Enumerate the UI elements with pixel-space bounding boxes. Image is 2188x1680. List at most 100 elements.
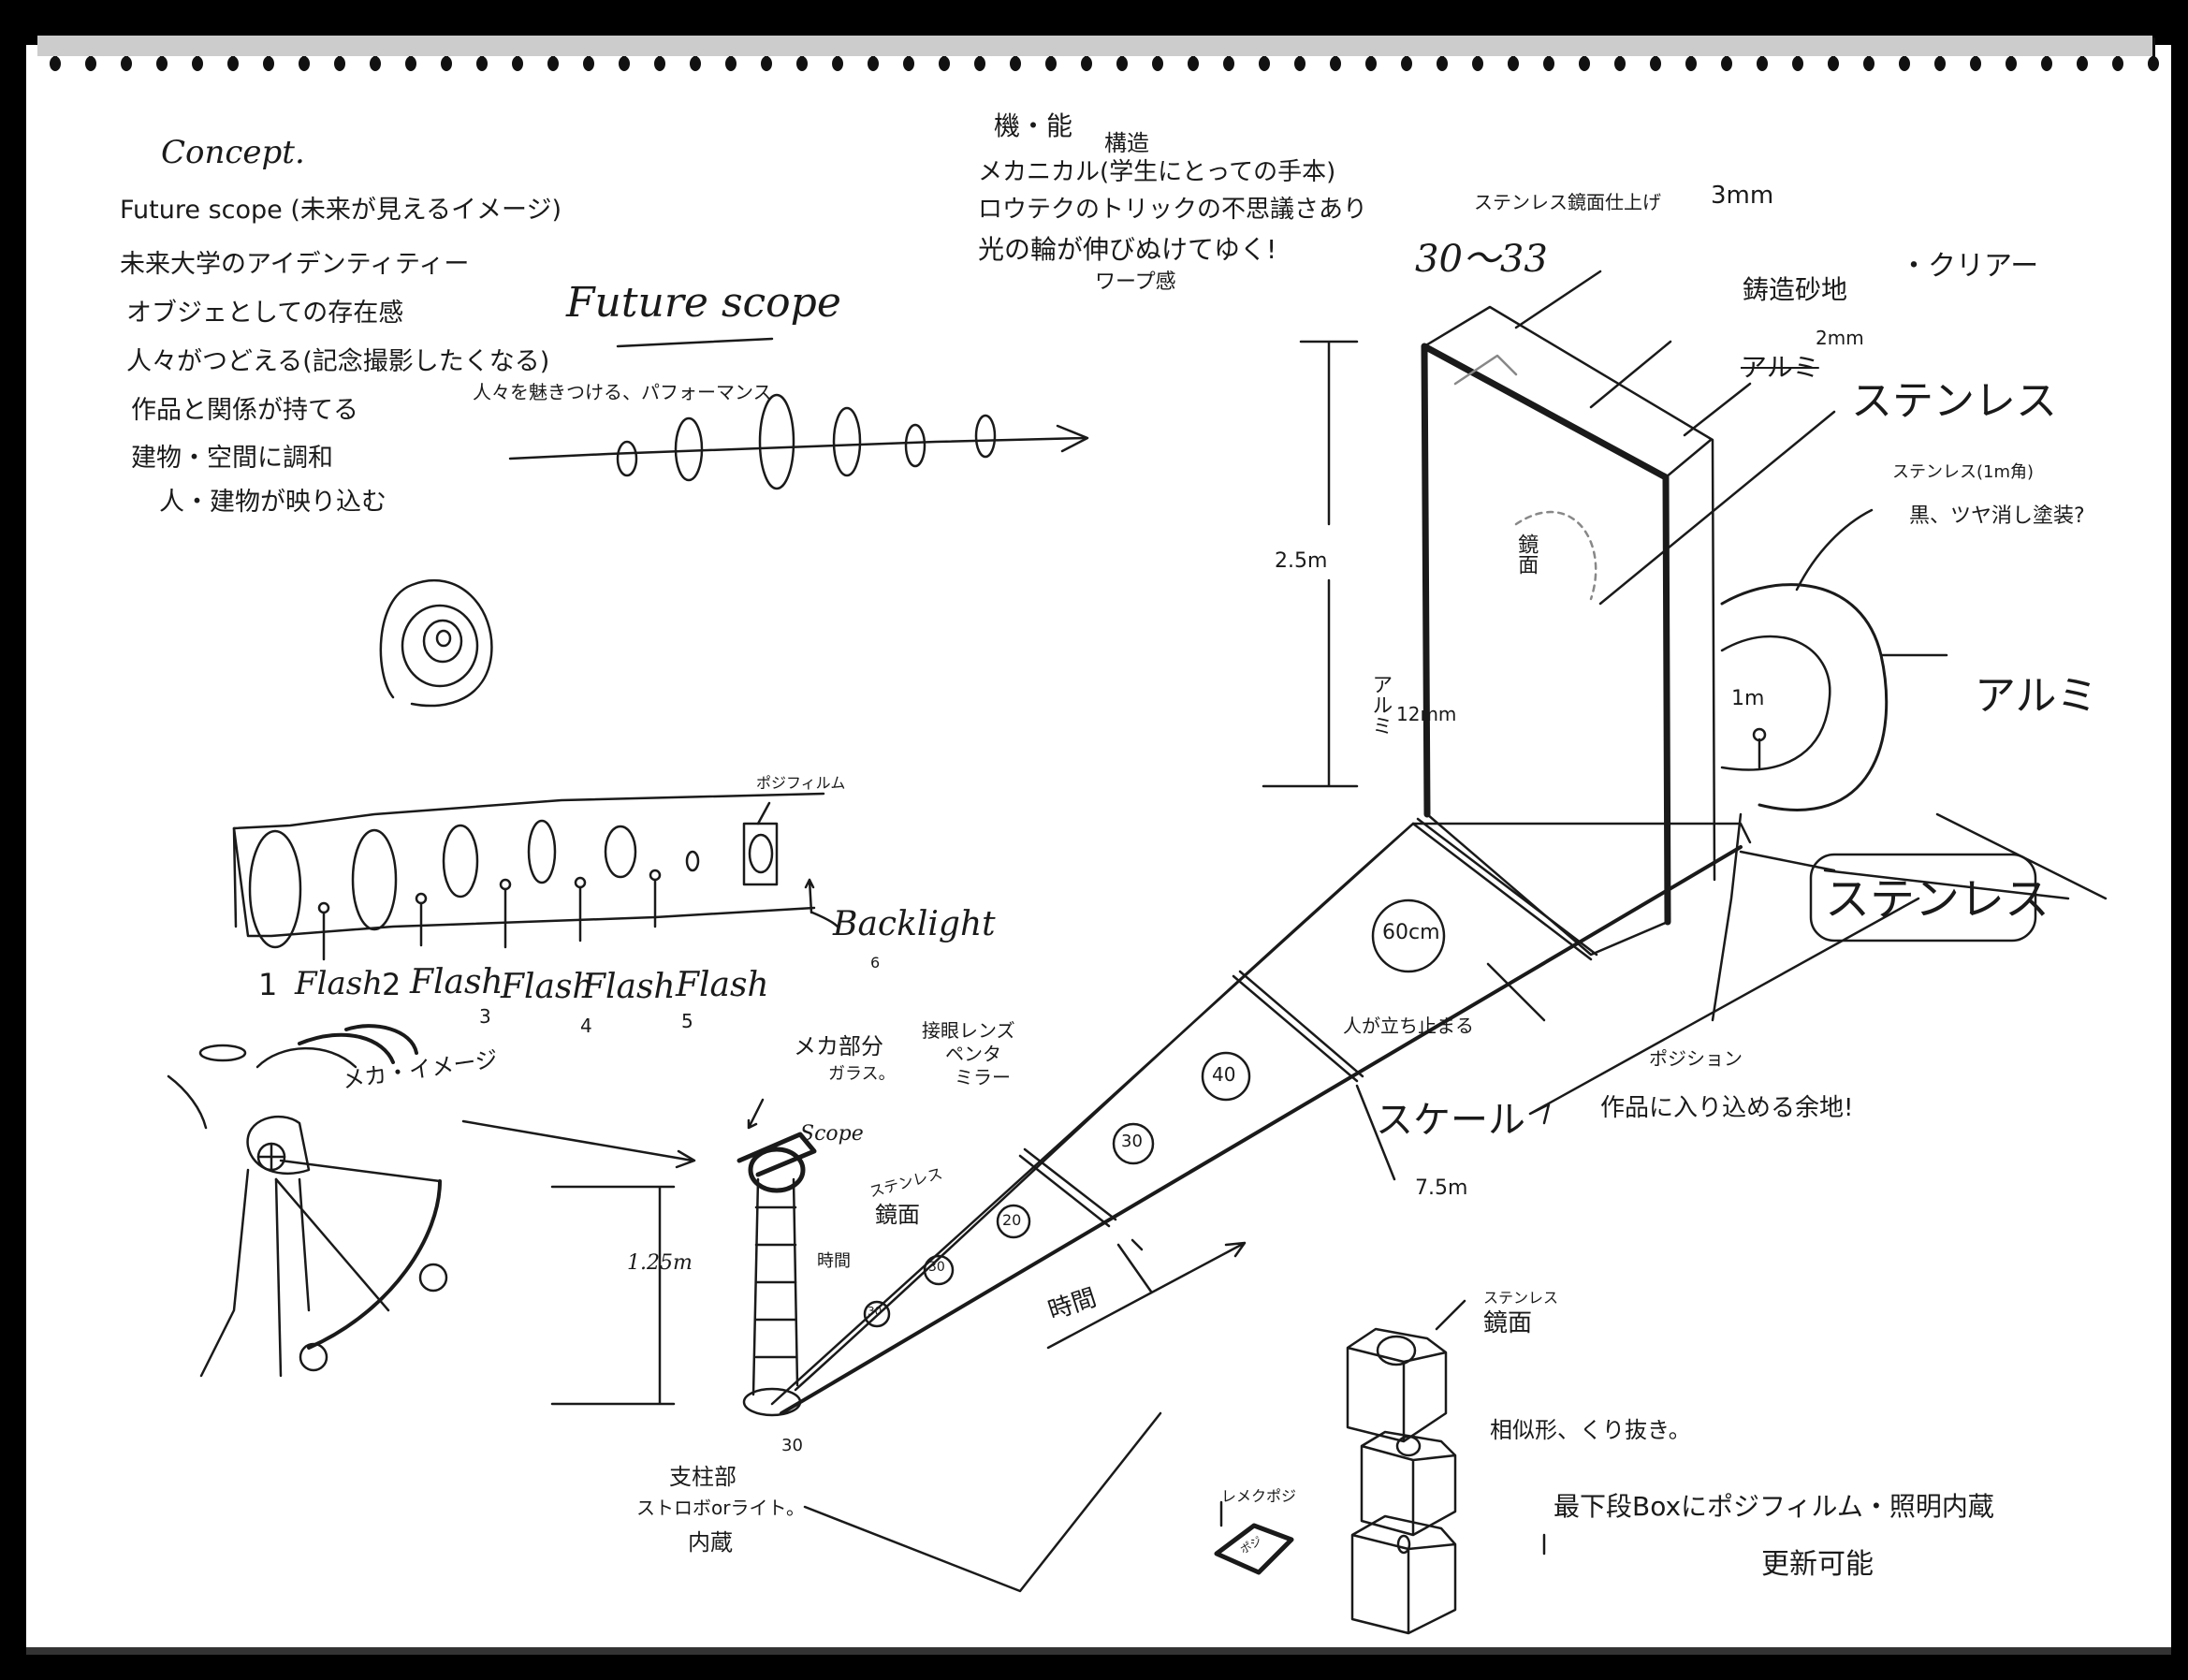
binding-ring [1685,56,1697,71]
flash-number: 3 [479,1005,491,1028]
binding-ring [441,56,452,71]
binding-ring [868,56,879,71]
alu-ring-label: アルミ [1975,672,2098,720]
lens-note: ミラー [955,1066,1011,1088]
flash-number: 1 [258,967,278,1002]
binding-ring [1401,56,1412,71]
binding-ring [2006,56,2017,71]
binding-ring [1792,56,1803,71]
alu-strike-label: アルミ [1741,352,1819,383]
flash-label: Flash [410,963,503,1001]
binding-ring [1863,56,1874,71]
backlight-number: 6 [870,954,881,971]
flash-label: Flash [295,965,384,1002]
binding-ring [939,56,950,71]
renew-note: 更新可能 [1761,1548,1874,1581]
flash-label: Flash [501,968,594,1006]
binding-ring [334,56,345,71]
pillar-note: 内蔵 [688,1529,733,1556]
box-top-label: ステンレス [1483,1289,1559,1307]
binding-ring [547,56,559,71]
function-item: ワープ感 [1095,270,1176,294]
binding-ring [2148,56,2159,71]
binding-ring [1828,56,1839,71]
walkway-circle-label: 60cm [1382,921,1440,944]
binding-ring [50,56,61,71]
mirror-label: 鏡面 [1514,533,1539,575]
binding-ring [1259,56,1270,71]
functions-insert: 構造 [1104,130,1149,156]
binding-ring [1437,56,1448,71]
binding-ring [974,56,985,71]
binding-ring [370,56,381,71]
binding-ring [583,56,594,71]
binding-ring [1757,56,1768,71]
boxed-stainless-label: ステンレス [1825,873,2050,926]
flash-number: 4 [580,1015,592,1037]
binding-ring [761,56,772,71]
alu-side-label: アルミ [1368,674,1393,736]
binding-ring [1508,56,1519,71]
binding-ring [2112,56,2123,71]
walkway-circle-label: 30 [1121,1132,1143,1151]
binding-ring [2077,56,2088,71]
binding-ring [299,56,310,71]
binding-ring [476,56,488,71]
monolith-height: 2.5m [1275,549,1328,573]
binding-ring [1152,56,1163,71]
walkway-circle-label: 40 [1212,1063,1236,1086]
scale-label: スケール [1376,1099,1525,1142]
binding-ring [1899,56,1910,71]
bottom-edge [26,1647,2171,1655]
walkway-circle-label: 20 [1002,1211,1022,1229]
pillar-height: 1.25m [627,1251,693,1275]
binding-ring [263,56,274,71]
inner-diameter: 1m [1731,687,1765,710]
binding-ring [121,56,132,71]
similar-note: 相似形、くり抜き。 [1490,1417,1691,1443]
timeline-note: 人々を魅きつける、パフォーマンス [473,381,772,403]
binding-ring [512,56,523,71]
stacked-boxes [1214,1299,1546,1635]
scope-pillar [550,1098,817,1417]
functions-heading: 機・能 [994,110,1073,141]
depth-label: 30〜33 [1415,238,1548,281]
binding-ring [1330,56,1341,71]
box-top-label: 鏡面 [1483,1309,1533,1337]
lens-note: ペンタ [945,1043,1001,1065]
binding-ring [1650,56,1661,71]
mecha-arrow [461,1119,696,1169]
timeline-title: Future scope [566,279,841,327]
binding-ring [227,56,239,71]
clear-label: ・クリアー [1900,250,2039,283]
position-label: ポジション [1649,1047,1743,1070]
time-vertical: 時間 [817,1251,851,1271]
concept-item: 人々がつどえる(記念撮影したくなる) [126,347,550,376]
stainless-mirror: 鏡面 [875,1202,920,1228]
binding-ring [796,56,808,71]
binding-ring [619,56,630,71]
scope-glass: ガラス。 [828,1064,896,1084]
alu-thickness: 12mm [1396,703,1457,725]
binding-ring [1721,56,1732,71]
ring-spiral-icon [379,578,493,708]
binding-ring [1188,56,1199,71]
binding-ring [1365,56,1377,71]
backlight-label: Backlight [833,905,996,943]
ring-note: ステンレス(1m角) [1892,462,2035,482]
pillar-note: ストロボorライト。 [636,1497,806,1519]
binding-ring [1970,56,1981,71]
binding-ring [1579,56,1590,71]
concept-item: オブジェとしての存在感 [126,299,404,328]
sketchbook-page [26,45,2171,1655]
concept-item: 人・建物が映り込む [159,488,387,517]
monolith-sculpture [1262,270,2108,957]
thickness-2: 2mm [1816,327,1864,349]
binding-ring [1116,56,1128,71]
film-label: ポジフィルム [756,774,846,792]
scope-mecha-part: メカ部分 [794,1033,883,1059]
binding-ring [85,56,96,71]
walkway-length: 7.5m [1415,1176,1468,1200]
mecha-sketch [167,1024,448,1378]
